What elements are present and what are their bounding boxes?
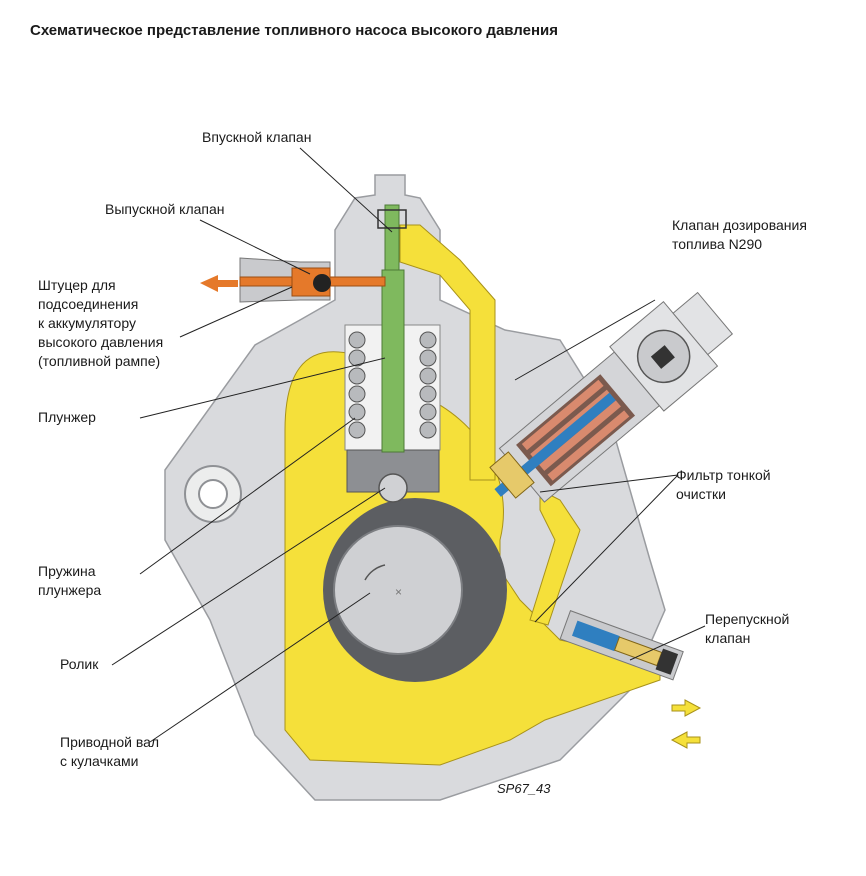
return-arrow <box>671 699 702 717</box>
label-drive-shaft: Приводной вал с кулачками <box>60 734 160 769</box>
inlet-valve <box>384 204 400 271</box>
metering-valve <box>494 291 734 503</box>
page-title: Схематическое представление топливного н… <box>30 22 559 39</box>
label-outlet-valve: Выпускной клапан <box>105 201 225 217</box>
figure-code: SP67_43 <box>497 781 551 796</box>
fuel-channel-filter <box>529 489 581 626</box>
bypass-valve <box>559 610 684 681</box>
supply-arrow <box>670 731 701 749</box>
leader-lines <box>111 147 706 743</box>
drive-shaft-cam <box>333 525 463 655</box>
label-metering-valve: Клапан дозирования топлива N290 <box>672 217 807 252</box>
plunger-spring <box>348 331 437 439</box>
label-fitting: Штуцер для подсоединения к аккумулятору … <box>38 277 164 369</box>
roller <box>378 473 408 503</box>
label-fine-filter: Фильтр тонкой очистки <box>676 467 771 502</box>
fine-filter <box>489 451 535 499</box>
svg-text:×: × <box>395 585 402 599</box>
label-roller: Ролик <box>60 656 99 672</box>
fuel-channel-inlet <box>399 224 496 481</box>
high-pressure-arrow <box>200 275 238 292</box>
plunger <box>381 269 405 453</box>
label-plunger: Плунжер <box>38 409 96 425</box>
label-plunger-spring: Пружина плунжера <box>38 563 102 598</box>
label-bypass-valve: Перепускной клапан <box>705 611 790 646</box>
label-inlet-valve: Впускной клапан <box>202 129 312 145</box>
